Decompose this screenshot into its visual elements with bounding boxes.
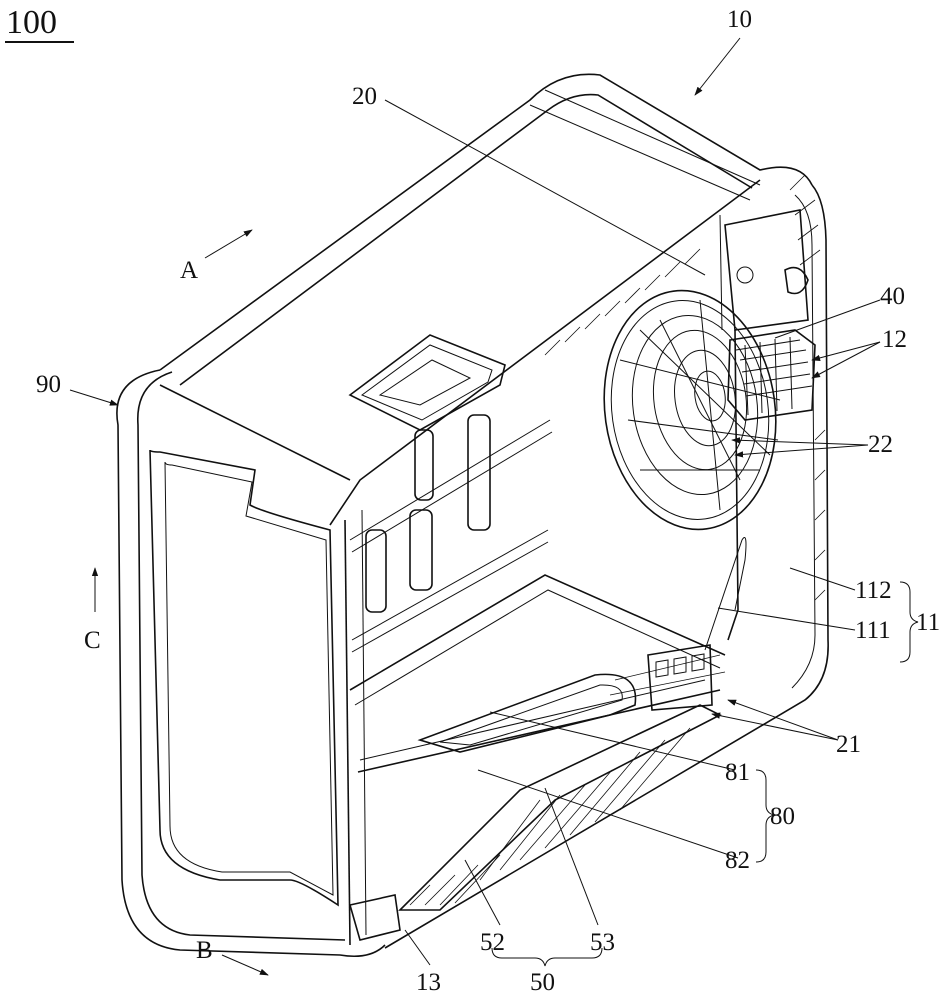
leader-81	[489, 711, 736, 771]
braces	[491, 581, 919, 967]
label-12: 12	[882, 326, 907, 353]
appliance-body-drawing	[116, 73, 829, 958]
label-82: 82	[725, 847, 750, 874]
terminal-block	[727, 329, 816, 421]
arrow-b	[221, 954, 269, 976]
brace-80	[755, 769, 775, 863]
direction-arrows	[91, 229, 269, 976]
brace-50	[491, 947, 603, 967]
leader-21b	[711, 712, 839, 741]
leader-12a	[811, 341, 881, 361]
label-52: 52	[480, 929, 505, 956]
label-53: 53	[590, 929, 615, 956]
label-11: 11	[916, 609, 940, 636]
brace-11	[899, 581, 919, 663]
leader-53	[544, 787, 599, 926]
label-81: 81	[725, 759, 750, 786]
leader-12b	[811, 341, 881, 379]
label-c: C	[84, 627, 101, 654]
leader-22a	[731, 437, 869, 446]
leader-111	[717, 607, 856, 631]
figure-title: 100	[6, 4, 57, 41]
label-90: 90	[36, 371, 61, 398]
label-20: 20	[352, 83, 377, 110]
label-50: 50	[530, 969, 555, 996]
label-40: 40	[880, 283, 905, 310]
leader-13	[404, 929, 431, 966]
label-13: 13	[416, 969, 441, 996]
arrow-a	[204, 229, 253, 259]
leader-10	[694, 37, 741, 96]
label-112: 112	[855, 577, 892, 604]
label-a: A	[180, 257, 198, 284]
leader-20	[384, 99, 706, 276]
leader-82	[477, 769, 739, 859]
label-b: B	[196, 937, 213, 964]
leader-40	[774, 299, 881, 339]
fan-grille	[603, 289, 781, 531]
label-21: 21	[836, 731, 861, 758]
label-22: 22	[868, 431, 893, 458]
leader-lines	[69, 37, 881, 966]
label-80: 80	[770, 803, 795, 830]
leader-90	[69, 389, 119, 406]
leader-112	[789, 567, 856, 591]
leader-21a	[727, 699, 839, 741]
label-10: 10	[727, 6, 752, 33]
leader-52	[464, 859, 501, 926]
reference-labels: 100 10 20 A 90 40 12 22 C 112 111 11 21 …	[6, 4, 940, 996]
leader-22b	[734, 444, 869, 458]
label-111: 111	[855, 617, 891, 644]
